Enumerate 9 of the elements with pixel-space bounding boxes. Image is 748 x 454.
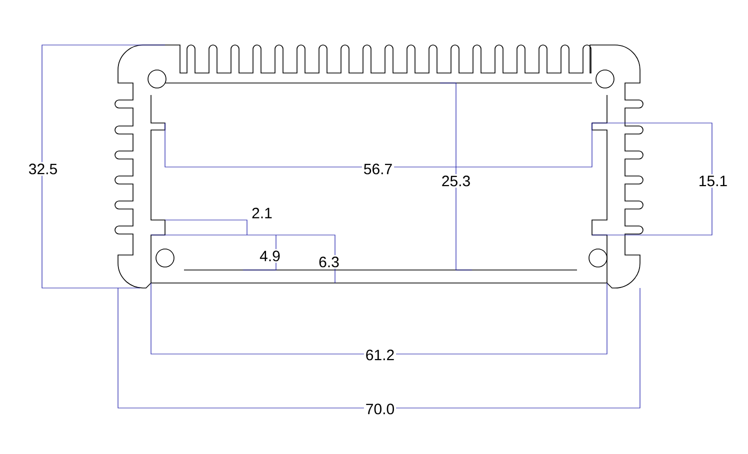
dimension-label: 2.1	[250, 206, 274, 220]
dimension-label: 6.3	[317, 255, 341, 269]
dimension-label: 25.3	[440, 174, 472, 188]
dimension-label: 70.0	[364, 402, 396, 416]
dimension-label: 32.5	[26, 162, 60, 176]
dimension-label: 61.2	[364, 348, 396, 362]
dimension-label: 4.9	[258, 249, 282, 263]
dimension-label: 56.7	[362, 162, 394, 176]
dimension-label: 15.1	[696, 174, 730, 188]
